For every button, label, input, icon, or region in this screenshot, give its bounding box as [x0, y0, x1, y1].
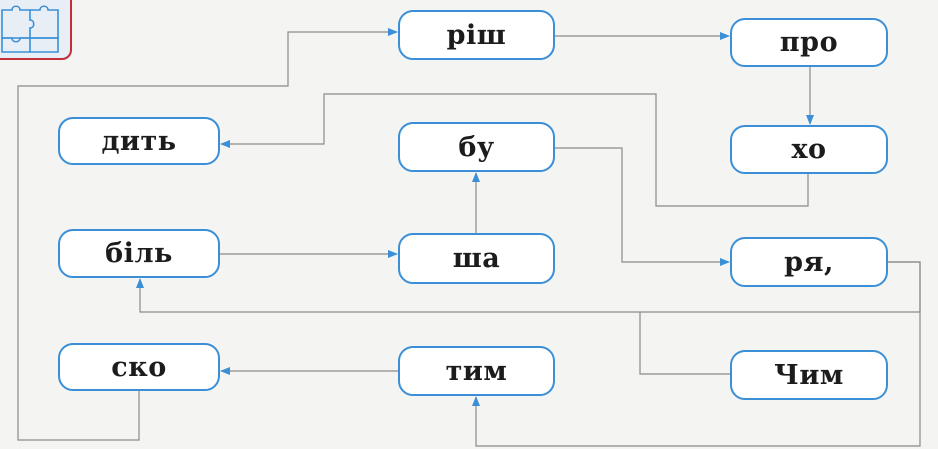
syllable-label: бу	[458, 131, 495, 163]
edge-bu-ria	[555, 147, 730, 266]
syllable-box-dyt: дить	[58, 117, 220, 165]
syllable-box-bil: біль	[58, 229, 220, 278]
syllable-box-chym: Чим	[730, 350, 888, 400]
syllable-box-tym: тим	[398, 346, 555, 396]
syllable-box-pro: про	[730, 18, 888, 67]
syllable-box-sha: ша	[398, 233, 555, 284]
syllable-label: тим	[445, 355, 508, 387]
puzzle-icon	[0, 0, 72, 60]
syllable-label: біль	[105, 238, 173, 269]
syllable-box-kho: хо	[730, 125, 888, 174]
syllable-label: дить	[101, 125, 177, 157]
syllable-label: ріш	[446, 19, 507, 51]
syllable-box-bu: бу	[398, 122, 555, 172]
syllable-label: ша	[452, 243, 501, 274]
syllable-box-sko: ско	[58, 343, 220, 391]
syllable-label: Чим	[774, 359, 844, 391]
edge-kho-dyt	[220, 93, 809, 207]
syllable-label: ря,	[784, 246, 834, 278]
syllable-label: хо	[791, 134, 827, 165]
edge-sko-rish	[17, 28, 398, 441]
syllable-label: про	[779, 27, 839, 58]
syllable-label: ско	[111, 351, 167, 383]
syllable-box-ria: ря,	[730, 237, 888, 287]
edge-ria-tym	[472, 261, 921, 447]
syllable-box-rish: ріш	[398, 10, 555, 60]
edge-chym-bil	[136, 278, 640, 313]
